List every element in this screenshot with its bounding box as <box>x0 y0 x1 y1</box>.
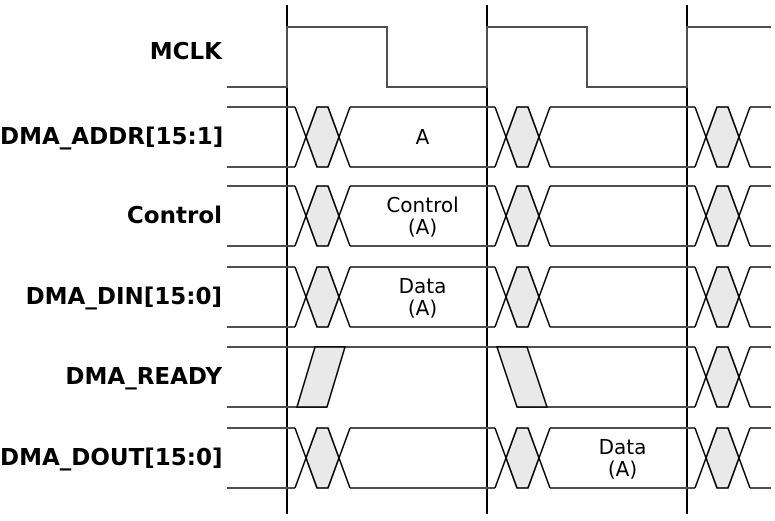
signal-label-dma-ready: DMA_READY <box>65 364 222 390</box>
waveform-DMA_READY <box>227 346 771 408</box>
waveform-MCLK <box>227 26 771 88</box>
waveform-DMA_DOUT[15:0]: Data(A) <box>227 427 771 489</box>
signal-label-dma-dout: DMA_DOUT[15:0] <box>0 445 223 471</box>
waveform-DMA_ADDR[15:1]: A <box>227 106 771 168</box>
signal-label-dma-addr: DMA_ADDR[15:1] <box>0 124 224 150</box>
bus-value-label: A <box>416 125 430 149</box>
bus-value-label: Data(A) <box>599 435 647 481</box>
bus-value-label: Control(A) <box>386 193 458 239</box>
signal-label-dma-din: DMA_DIN[15:0] <box>25 284 222 310</box>
signal-label-mclk: MCLK <box>149 39 222 65</box>
bus-value-label: Data(A) <box>399 274 447 320</box>
waveform-DMA_DIN[15:0]: Data(A) <box>227 266 771 328</box>
signal-label-control: Control <box>126 203 222 229</box>
waveform-Control: Control(A) <box>227 185 771 247</box>
